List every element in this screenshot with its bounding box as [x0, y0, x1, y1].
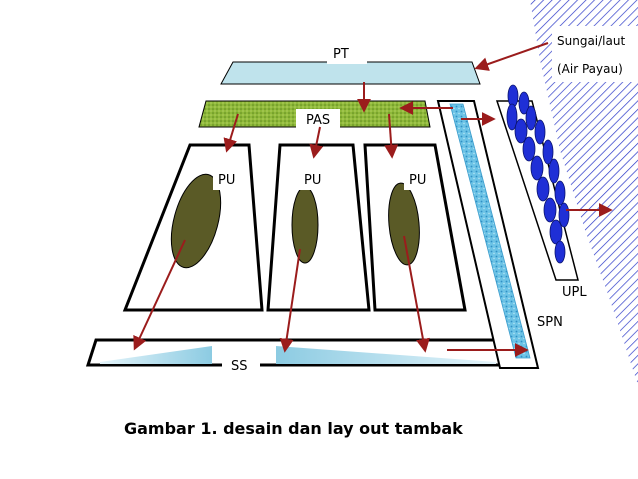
sea-label-background — [552, 26, 638, 82]
pu-middle-label: PU — [304, 173, 321, 188]
pu-left-label-background — [213, 170, 243, 190]
sea-label-line1: Sungai/laut — [557, 34, 625, 48]
pu-middle-label-background — [299, 170, 329, 190]
ss-left-water — [100, 346, 212, 364]
pt-intake-channel — [220, 61, 481, 85]
spn-water — [449, 103, 531, 359]
arrow-pas-to-pu-middle — [309, 126, 324, 159]
pt-label-background — [327, 42, 367, 64]
spn-label-background — [532, 311, 570, 333]
pu-pond-right-ellipse — [388, 182, 420, 266]
upl-label: UPL — [562, 285, 587, 300]
arrow-pu-middle-to-ss — [279, 248, 301, 353]
pas-label-background — [296, 109, 340, 130]
sea-area — [530, 0, 638, 385]
pt-label: PT — [333, 47, 349, 62]
pu-pond-middle-ellipse — [291, 186, 319, 264]
pu-right-label: PU — [409, 173, 426, 188]
arrow-pas-to-pu-left — [223, 113, 239, 153]
sea-label-line2: (Air Payau) — [557, 62, 623, 76]
spn-label: SPN — [537, 315, 563, 330]
arrow-pu-right-to-ss — [403, 235, 430, 353]
flow-arrows — [133, 42, 613, 357]
pu-right-label-background — [404, 170, 434, 190]
upl-label-background — [556, 282, 592, 302]
arrow-sea-to-pt — [474, 42, 549, 71]
figure-caption: Gambar 1. desain dan lay out tambak — [124, 419, 463, 438]
ss-right-water — [276, 346, 496, 364]
upl-blue-cells — [506, 84, 570, 264]
pas-label: PAS — [306, 113, 330, 128]
pu-pond-middle — [266, 143, 371, 312]
arrow-pu-left-to-ss — [133, 239, 186, 351]
arrow-pas-to-pu-right — [384, 113, 399, 159]
pu-left-label: PU — [218, 173, 235, 188]
ss-label-background — [222, 352, 260, 376]
ss-label: SS — [231, 359, 248, 374]
